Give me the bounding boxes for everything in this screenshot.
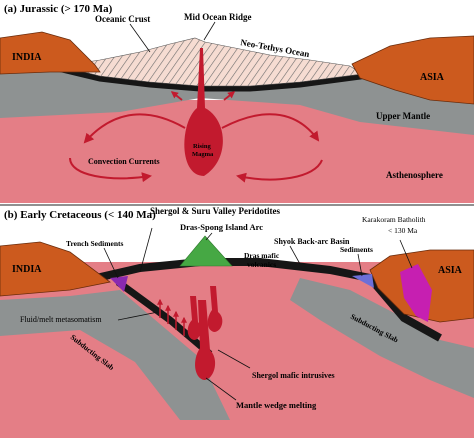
panel-a: (a) Jurassic (> 170 Ma) Oceanic Crust Mi… bbox=[0, 0, 474, 203]
leader-oceanic-crust bbox=[129, 23, 151, 53]
leader-mantle-wedge bbox=[205, 377, 237, 401]
panel-a-india-block bbox=[0, 31, 101, 75]
panel-b-melt-plume-2 bbox=[207, 286, 223, 332]
label-rising-magma-2: Magma bbox=[192, 151, 214, 158]
panel-b: (b) Early Cretaceous (< 140 Ma) Shergol … bbox=[0, 206, 474, 438]
panel-b-trench-sediments bbox=[110, 276, 128, 292]
label-india-b: INDIA bbox=[12, 264, 42, 275]
label-upper-mantle: Upper Mantle bbox=[376, 111, 430, 121]
label-dras-spong: Dras-Spong Island Arc bbox=[180, 222, 263, 232]
label-asia-a: ASIA bbox=[420, 72, 445, 83]
label-dras-mafic-1: Dras mafic bbox=[244, 251, 280, 260]
label-karakoram-2: < 130 Ma bbox=[388, 226, 418, 235]
panel-b-lithosphere-slab bbox=[115, 279, 213, 357]
panel-b-sediments-right bbox=[352, 274, 374, 288]
panel-a-asia-block bbox=[351, 35, 474, 105]
convection-arrow-4 bbox=[236, 159, 323, 183]
label-convection: Convection Currents bbox=[88, 157, 160, 166]
panel-b-title: (b) Early Cretaceous (< 140 Ma) bbox=[4, 209, 156, 221]
label-trench-sediments: Trench Sediments bbox=[66, 239, 124, 248]
label-shergol-suru: Shergol & Suru Valley Peridotites bbox=[150, 206, 280, 216]
panel-b-right-slab bbox=[290, 278, 474, 398]
label-asia-b: ASIA bbox=[438, 265, 463, 276]
label-dras-mafic-2: volcanics bbox=[247, 260, 276, 269]
convection-arrow-5 bbox=[170, 91, 183, 101]
panel-b-melt-plume-3 bbox=[187, 296, 201, 340]
label-oceanic-crust: Oceanic Crust bbox=[95, 14, 150, 24]
label-india-a: INDIA bbox=[12, 52, 42, 63]
leader-karakoram bbox=[399, 239, 413, 269]
leader-dras-spong bbox=[205, 232, 213, 241]
panel-a-title: (a) Jurassic (> 170 Ma) bbox=[4, 3, 113, 15]
panel-a-rising-magma bbox=[184, 48, 223, 176]
label-mid-ocean-ridge: Mid Ocean Ridge bbox=[184, 12, 252, 22]
leader-shyok bbox=[289, 245, 301, 265]
label-shergol-mafic: Shergol mafic intrusives bbox=[252, 371, 335, 380]
label-fluid-melt: Fluid/melt metasomatism bbox=[20, 315, 102, 324]
panel-b-karakoram-batholith bbox=[400, 264, 432, 322]
convection-arrow-1 bbox=[83, 113, 186, 144]
label-karakoram-1: Karakoram Batholith bbox=[362, 215, 426, 224]
convection-arrow-2 bbox=[69, 157, 152, 183]
panel-a-lithosphere bbox=[57, 60, 421, 92]
panel-b-melt-plume-1 bbox=[195, 300, 216, 380]
panel-a-oceanic-crust bbox=[59, 37, 363, 87]
leader-shergol-suru bbox=[139, 227, 153, 273]
label-asthenosphere: Asthenosphere bbox=[386, 170, 443, 180]
label-sediments: Sediments bbox=[340, 245, 373, 254]
panel-b-left-slab bbox=[0, 290, 230, 420]
leader-sediments bbox=[357, 253, 363, 277]
leader-shergol-mafic bbox=[217, 349, 251, 369]
label-mantle-wedge: Mantle wedge melting bbox=[236, 400, 317, 410]
leader-fluid-melt bbox=[117, 311, 159, 321]
leader-mid-ocean-ridge bbox=[203, 21, 216, 41]
convection-arrow-3 bbox=[221, 113, 320, 142]
label-shyok: Shyok Back-arc Basin bbox=[274, 237, 350, 246]
panel-b-island-arc bbox=[179, 235, 233, 267]
panel-b-lithosphere-main bbox=[69, 258, 442, 342]
label-rising-magma-1: Rising bbox=[193, 143, 211, 150]
leader-trench-sediments bbox=[103, 247, 119, 279]
convection-arrow-6 bbox=[223, 91, 236, 101]
panel-b-india-block bbox=[0, 241, 111, 297]
